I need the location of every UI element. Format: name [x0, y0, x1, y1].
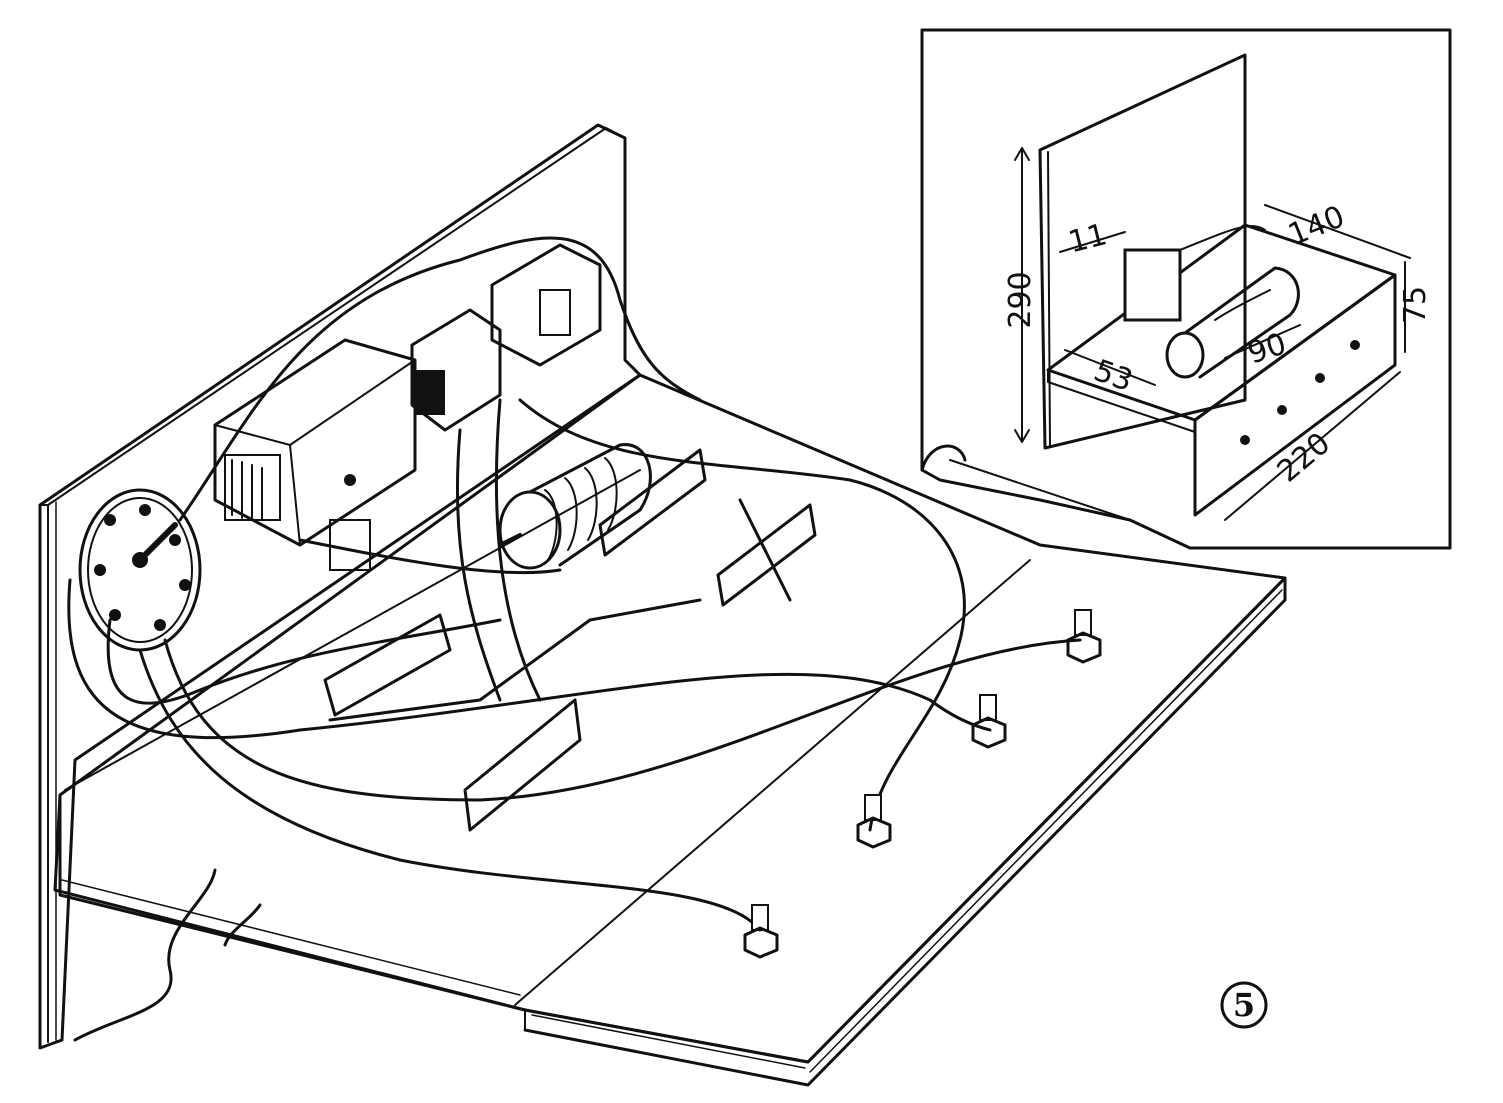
wires — [67, 236, 1082, 932]
inset-diagram: 290 140 75 220 90 53 11 — [920, 28, 1452, 550]
figure-number-badge: 5 — [1220, 981, 1268, 1029]
relay-right — [490, 243, 602, 367]
dim-depth-top: 140 — [1283, 199, 1349, 253]
relay-left — [410, 308, 502, 432]
terminal-strips — [323, 448, 817, 832]
coil — [498, 443, 652, 570]
bolt-front — [743, 904, 779, 959]
rotary-switch — [78, 488, 202, 652]
bolt-center — [971, 694, 1007, 749]
bolt-back — [1066, 609, 1102, 664]
bolt-middle — [856, 794, 892, 849]
dim-height: 290 — [1003, 271, 1038, 328]
figure-number: 5 — [1233, 986, 1255, 1024]
dim-length: 220 — [1271, 426, 1337, 490]
dim-side-height: 75 — [1398, 286, 1433, 324]
inset-dimensions: 290 140 75 220 90 53 11 — [1003, 147, 1433, 521]
main-assembly: 5 — [38, 123, 1287, 1087]
dim-switch-offset: 11 — [1065, 217, 1111, 260]
capacitor-block — [213, 338, 417, 571]
dim-front-offset: 53 — [1089, 353, 1137, 399]
base-board — [53, 373, 1287, 1087]
